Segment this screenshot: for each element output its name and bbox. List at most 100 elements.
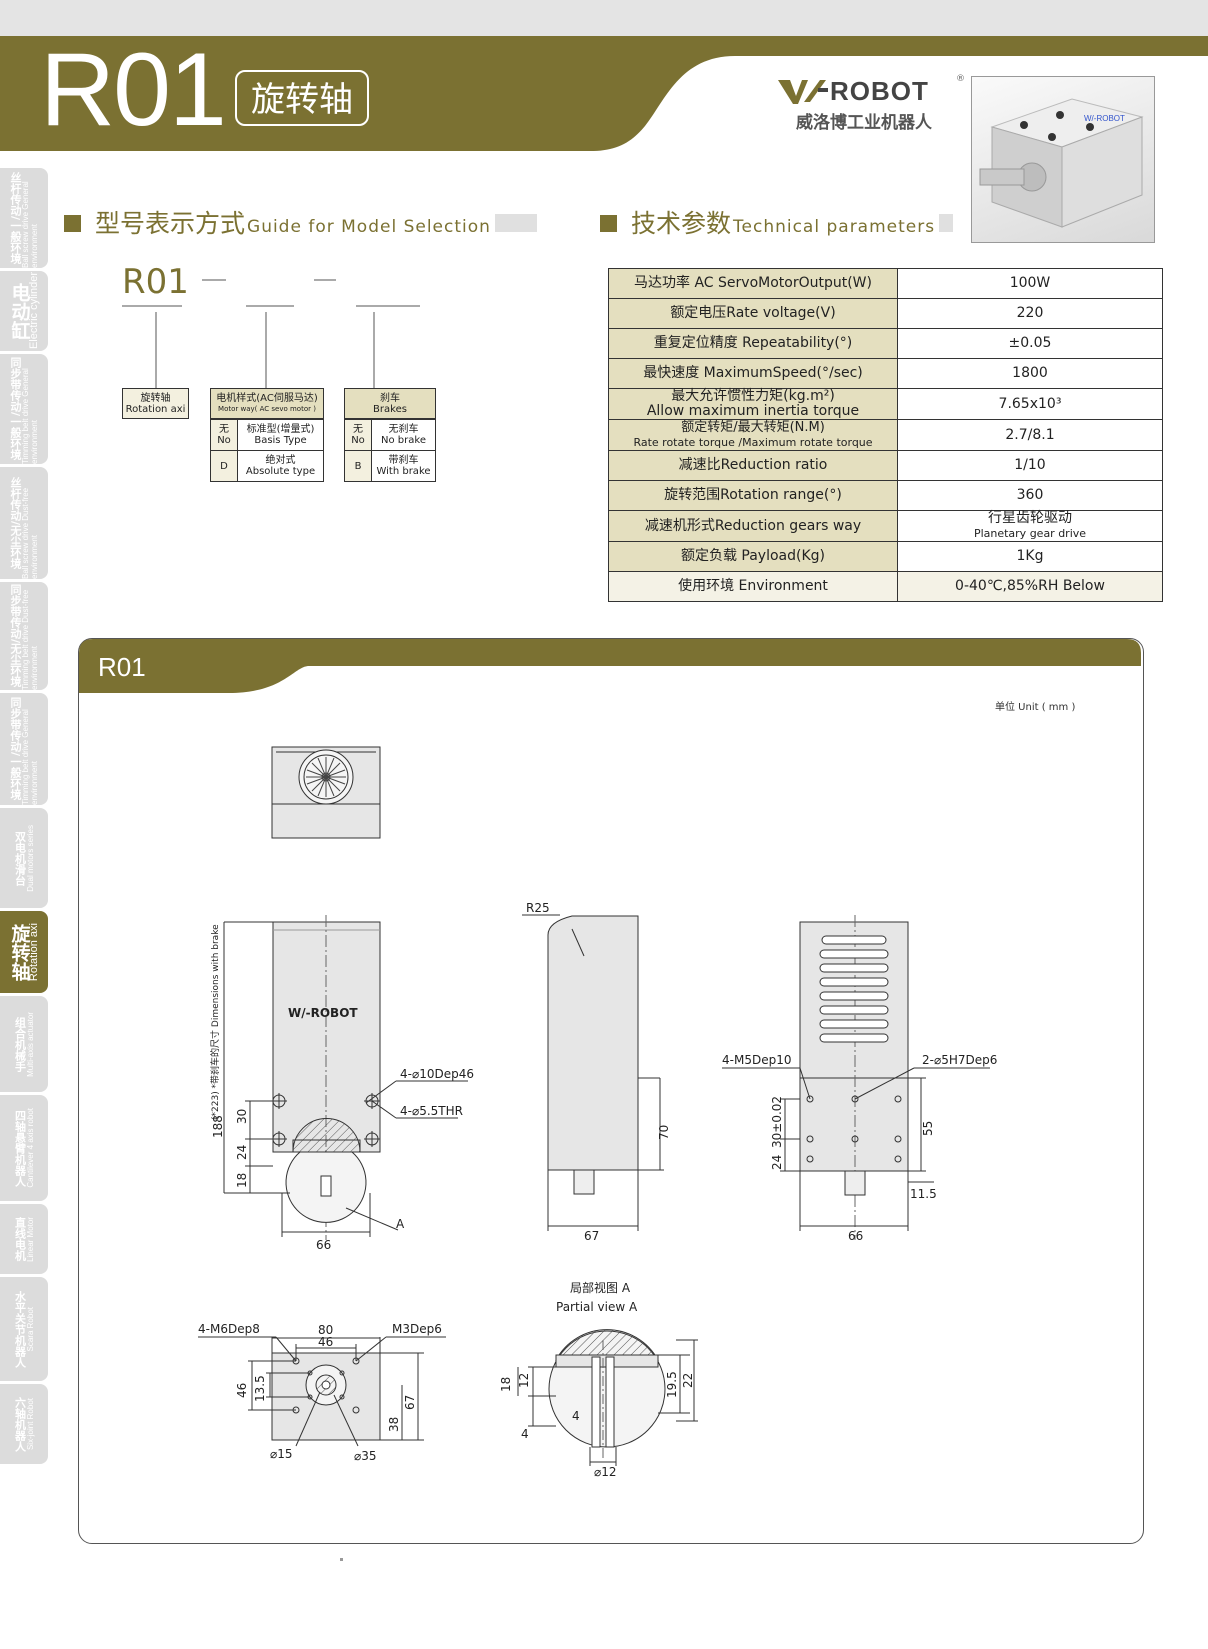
partial-view-a: [517, 1329, 698, 1466]
dim-back-m5: 4-M5Dep10: [722, 1053, 791, 1067]
tech-row-label: 额定电压Rate voltage(V): [608, 298, 898, 329]
tech-row: 马达功率 AC ServoMotorOutput(W)100W: [608, 268, 1163, 299]
guide-brake-head-en: Brakes: [373, 404, 407, 415]
section-square-icon: [64, 215, 81, 232]
dim-partial-12: 12: [517, 1373, 531, 1388]
tech-row-value: 1800: [897, 358, 1163, 389]
tech-row-label: 旋转范围Rotation range(°): [608, 480, 898, 511]
tech-row-label: 使用环境 Environment: [608, 571, 898, 602]
tech-row: 旋转范围Rotation range(°)360: [608, 480, 1163, 511]
sidebar-tab-label-cn: 水平关节机器人: [13, 1290, 27, 1368]
section-tail-bar: [939, 214, 954, 232]
guide-box-rotation: 旋转轴 Rotation axi: [122, 388, 189, 419]
bottom-view: [198, 1336, 446, 1447]
sidebar-tab-label-cn: 同步带传动/一般环境: [9, 357, 22, 461]
dim-bottom-38: 38: [387, 1417, 401, 1432]
tech-row: 重复定位精度 Repeatability(°)±0.05: [608, 328, 1163, 359]
brand-logo-icon: [778, 80, 828, 104]
dim-bottom-67: 67: [403, 1395, 417, 1410]
guide-section-title: 型号表示方式 Guide for Model Selection: [64, 204, 537, 240]
tech-row: 最大允许惯性力矩(kg.m²)Allow maximum inertia tor…: [608, 388, 1163, 420]
page-model-code: R01: [40, 32, 227, 148]
top-view: [271, 746, 381, 839]
header-banner: [0, 36, 1208, 151]
tech-row-value: 100W: [897, 268, 1163, 299]
tech-row-label: 重复定位精度 Repeatability(°): [608, 328, 898, 359]
sidebar-tab-label-cn: 丝杆传动/一般环境: [9, 171, 22, 265]
dim-bottom-m3: M3Dep6: [392, 1322, 442, 1336]
dim-front-24: 24: [235, 1145, 249, 1160]
dim-brake-note: (*223) *带刹车的尺寸 Dimensions with brake: [209, 924, 221, 1120]
dim-front-66: 66: [316, 1238, 331, 1252]
dim-bottom-m6: 4-M6Dep8: [198, 1322, 260, 1336]
brand-name-cn: 威洛博工业机器人: [796, 113, 932, 133]
dim-bottom-h46: 46: [235, 1383, 249, 1398]
dim-back-115: 11.5: [910, 1187, 937, 1201]
side-view: [522, 914, 664, 1231]
tech-row-value: 360: [897, 480, 1163, 511]
drawing-logo-text: W/-ROBOT: [288, 1006, 358, 1020]
sidebar-tab-label-cn: 电动缸: [8, 282, 31, 340]
brand-registered-mark: ®: [956, 74, 965, 84]
dim-front-markA: A: [396, 1217, 405, 1231]
dim-side-67: 67: [584, 1229, 599, 1243]
tech-row-value: 7.65x10³: [897, 388, 1163, 420]
dim-side-70: 70: [657, 1125, 671, 1140]
drawing-panel-title: R01: [98, 652, 146, 682]
dim-front-188: 188: [211, 1115, 225, 1138]
dim-partial-18: 18: [499, 1377, 513, 1392]
tech-row-value: 0-40℃,85%RH Below: [897, 571, 1163, 602]
front-view: [223, 915, 468, 1240]
dim-front-hole1: 4-⌀10Dep46: [400, 1067, 474, 1081]
brand-name: ROBOT: [830, 76, 929, 106]
tech-row-label: 额定转矩/最大转矩(N.M)Rate rotate torque /Maximu…: [608, 419, 898, 451]
dim-front-hole2: 4-⌀5.5THR: [400, 1104, 463, 1118]
back-view: [722, 915, 990, 1240]
tech-row-value: 2.7/8.1: [897, 419, 1163, 451]
page-model-name: 旋转轴: [235, 70, 369, 126]
dim-bottom-80: 80: [318, 1323, 333, 1337]
dim-partial-22: 22: [681, 1373, 695, 1388]
tech-row-value: 1/10: [897, 450, 1163, 481]
dimension-labels: (*223) *带刹车的尺寸 Dimensions with brake 188…: [198, 901, 997, 1479]
section-square-icon: [600, 215, 617, 232]
tech-row: 额定转矩/最大转矩(N.M)Rate rotate torque /Maximu…: [608, 419, 1163, 451]
tech-row-value: 1Kg: [897, 541, 1163, 572]
tech-row: 最快速度 MaximumSpeed(°/sec)1800: [608, 358, 1163, 389]
dim-side-r25: R25: [526, 901, 550, 915]
dim-front-18: 18: [235, 1173, 249, 1188]
mount-hole-icon: [271, 1131, 287, 1147]
tech-row-label: 马达功率 AC ServoMotorOutput(W): [608, 268, 898, 299]
tech-section-title: 技术参数 Technical parameters: [600, 204, 954, 240]
dim-back-30: 30±0.02: [770, 1096, 784, 1148]
guide-title-cn: 型号表示方式: [95, 209, 246, 238]
sidebar-tab-label-cn: 六轴机器人: [13, 1396, 27, 1452]
sidebar-tab-label-cn: 组合机械手: [13, 1016, 27, 1072]
dim-partial-4b: 4: [572, 1409, 580, 1423]
guide-rotation-cn: 旋转轴: [140, 393, 171, 404]
dim-back-66: 66: [848, 1229, 863, 1243]
guide-model-code: R01: [122, 262, 189, 302]
tech-title-cn: 技术参数: [631, 209, 732, 238]
